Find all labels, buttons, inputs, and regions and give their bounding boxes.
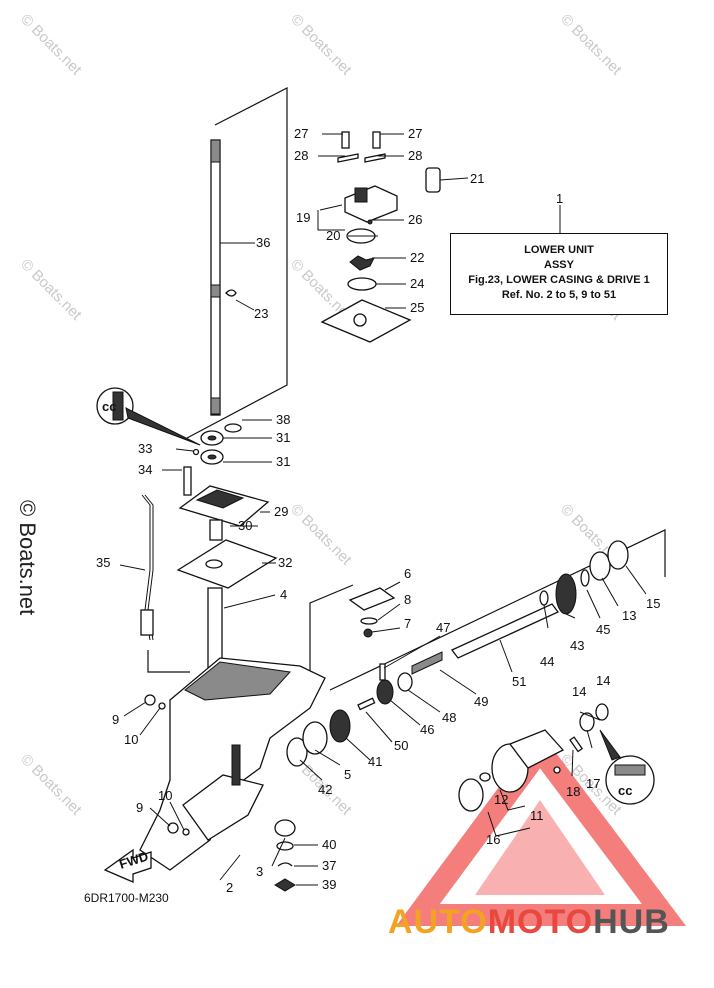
callout-30: 30	[238, 518, 252, 533]
callout-15: 15	[646, 596, 660, 611]
callout-37: 37	[322, 858, 336, 873]
callout-31b: 31	[276, 454, 290, 469]
callout-51: 51	[512, 674, 526, 689]
callout-28a: 28	[294, 148, 308, 163]
callout-49: 49	[474, 694, 488, 709]
callout-9b: 9	[136, 800, 143, 815]
gasket-10a	[158, 702, 166, 710]
callout-38: 38	[276, 412, 290, 427]
callout-34: 34	[138, 462, 152, 477]
callout-5: 5	[344, 767, 351, 782]
lower-casing	[139, 657, 326, 871]
callout-11: 11	[530, 808, 544, 823]
logo-hub: HUB	[593, 903, 670, 941]
callout-14a: 14	[572, 684, 586, 699]
callout-13: 13	[622, 608, 636, 623]
prop-shaft-assembly	[286, 540, 629, 767]
callout-2: 2	[226, 880, 233, 895]
clip-part	[225, 289, 237, 297]
callout-26: 26	[408, 212, 422, 227]
automotohub-logo: AUTOMOTOHUB	[388, 903, 670, 942]
watermark-2: © Boats.net	[287, 11, 355, 79]
callout-48: 48	[442, 710, 456, 725]
callout-33: 33	[138, 441, 152, 456]
callout-21: 21	[470, 171, 484, 186]
shift-rod	[140, 494, 154, 641]
callout-25: 25	[410, 300, 424, 315]
callout-24: 24	[410, 276, 424, 291]
callout-1: 1	[556, 191, 563, 206]
callout-40: 40	[322, 837, 336, 852]
callout-23: 23	[254, 306, 268, 321]
callout-16: 16	[486, 832, 500, 847]
callout-46: 46	[420, 722, 434, 737]
callout-27b: 27	[408, 126, 422, 141]
callout-10a: 10	[124, 732, 138, 747]
callout-32: 32	[278, 555, 292, 570]
callout-31a: 31	[276, 430, 290, 445]
watermark-1: © Boats.net	[17, 11, 85, 79]
logo-moto: MOTO	[487, 903, 594, 941]
reference-box: LOWER UNIT ASSY Fig.23, LOWER CASING & D…	[450, 233, 668, 315]
assembly-frame-lines	[147, 87, 666, 691]
anode-parts	[348, 587, 396, 638]
side-watermark: © Boats.net	[15, 500, 40, 616]
ref-box-refs: Ref. No. 2 to 5, 9 to 51	[501, 289, 617, 301]
svg-text:cc: cc	[102, 399, 116, 414]
callout-50: 50	[394, 738, 408, 753]
callout-7: 7	[404, 616, 411, 631]
callout-45: 45	[596, 622, 610, 637]
callout-42: 42	[318, 782, 332, 797]
svg-text:cc: cc	[618, 783, 632, 798]
callout-10b: 10	[158, 788, 172, 803]
watermark-7: © Boats.net	[287, 501, 355, 569]
drain-screw-9b	[167, 822, 179, 834]
watermark-4: © Boats.net	[17, 256, 85, 324]
callout-29: 29	[274, 504, 288, 519]
callout-4: 4	[280, 587, 287, 602]
bearings-upper	[192, 423, 242, 465]
callout-43: 43	[570, 638, 584, 653]
callout-14b: 14	[596, 673, 610, 688]
callout-47: 47	[436, 620, 450, 635]
callout-6: 6	[404, 566, 411, 581]
ref-box-subtitle: ASSY	[544, 259, 574, 271]
drain-screw-9a	[144, 694, 156, 706]
watermark-3: © Boats.net	[557, 11, 625, 79]
callout-12: 12	[494, 792, 508, 807]
propeller-shaft-housing	[458, 703, 609, 812]
callout-28b: 28	[408, 148, 422, 163]
logo-triangle	[396, 731, 687, 926]
callout-numbers: 1 36 23 27 27 28 28 21 19 26 20 22 24 25…	[96, 126, 660, 895]
ref-box-figure: Fig.23, LOWER CASING & DRIVE 1	[468, 274, 650, 286]
watermark-9: © Boats.net	[17, 751, 85, 819]
callout-36: 36	[256, 235, 270, 250]
callout-8: 8	[404, 592, 411, 607]
callout-35: 35	[96, 555, 110, 570]
callout-27a: 27	[294, 126, 308, 141]
callout-19: 19	[296, 210, 310, 225]
diagram-code: 6DR1700-M230	[84, 891, 169, 905]
drive-shaft	[210, 139, 221, 416]
callout-9a: 9	[112, 712, 119, 727]
callout-22: 22	[410, 250, 424, 265]
grease-symbol-lower: cc	[599, 729, 655, 805]
propeller-hardware	[274, 819, 296, 892]
water-pump-housing	[320, 131, 441, 343]
callout-41: 41	[368, 754, 382, 769]
grease-symbol-upper: cc	[96, 387, 201, 446]
callout-18: 18	[566, 784, 580, 799]
leader-lines	[119, 133, 647, 886]
fwd-arrow: FWD	[103, 848, 152, 883]
gasket-10b	[182, 828, 190, 836]
callout-17: 17	[586, 776, 600, 791]
logo-auto: AUTO	[388, 903, 488, 941]
callout-3: 3	[256, 864, 263, 879]
oil-seal-housing	[176, 466, 278, 589]
ref-box-title: LOWER UNIT	[524, 244, 594, 256]
callout-20: 20	[326, 228, 340, 243]
callout-44: 44	[540, 654, 554, 669]
callout-39: 39	[322, 877, 336, 892]
